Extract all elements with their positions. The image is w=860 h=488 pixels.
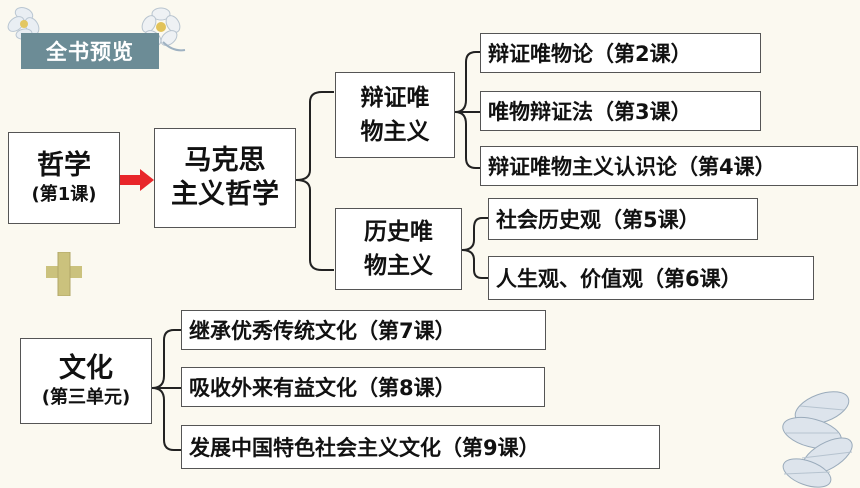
item-lesson-6: 人生观、价值观（第6课） <box>488 256 814 300</box>
philosophy-lesson: (第1课) <box>31 184 97 205</box>
marxism-line1: 马克思 <box>184 145 266 176</box>
historical-line2: 物主义 <box>364 253 433 279</box>
item-lesson-8: 吸收外来有益文化（第8课） <box>181 367 545 407</box>
culture-unit: (第三单元) <box>41 387 131 408</box>
item-lesson-9: 发展中国特色社会主义文化（第9课） <box>181 425 660 469</box>
historical-materialism-box: 历史唯 物主义 <box>335 208 462 290</box>
philosophy-title: 哲学 <box>37 150 91 181</box>
item-lesson-4: 辩证唯物主义认识论（第4课） <box>480 146 858 186</box>
culture-box: 文化 (第三单元) <box>20 338 152 424</box>
flower-decoration-bottom-right <box>782 391 853 488</box>
philosophy-box: 哲学 (第1课) <box>8 132 120 224</box>
historical-line1: 历史唯 <box>364 219 433 245</box>
dialectical-line1: 辩证唯 <box>360 85 430 111</box>
marxism-box: 马克思 主义哲学 <box>154 128 296 228</box>
marxism-line2: 主义哲学 <box>171 179 279 210</box>
item-lesson-7: 继承优秀传统文化（第7课） <box>181 310 546 350</box>
item-lesson-3: 唯物辩证法（第3课） <box>480 91 761 131</box>
dialectical-materialism-box: 辩证唯 物主义 <box>335 72 455 158</box>
dialectical-line2: 物主义 <box>360 119 430 145</box>
plus-icon <box>46 252 82 296</box>
culture-title: 文化 <box>59 353 113 384</box>
overview-badge: 全书预览 <box>21 33 159 69</box>
flower-decoration-top-left <box>7 7 40 40</box>
item-lesson-5: 社会历史观（第5课） <box>488 198 758 240</box>
item-lesson-2: 辩证唯物论（第2课） <box>480 33 761 73</box>
right-arrow-icon <box>120 169 154 191</box>
